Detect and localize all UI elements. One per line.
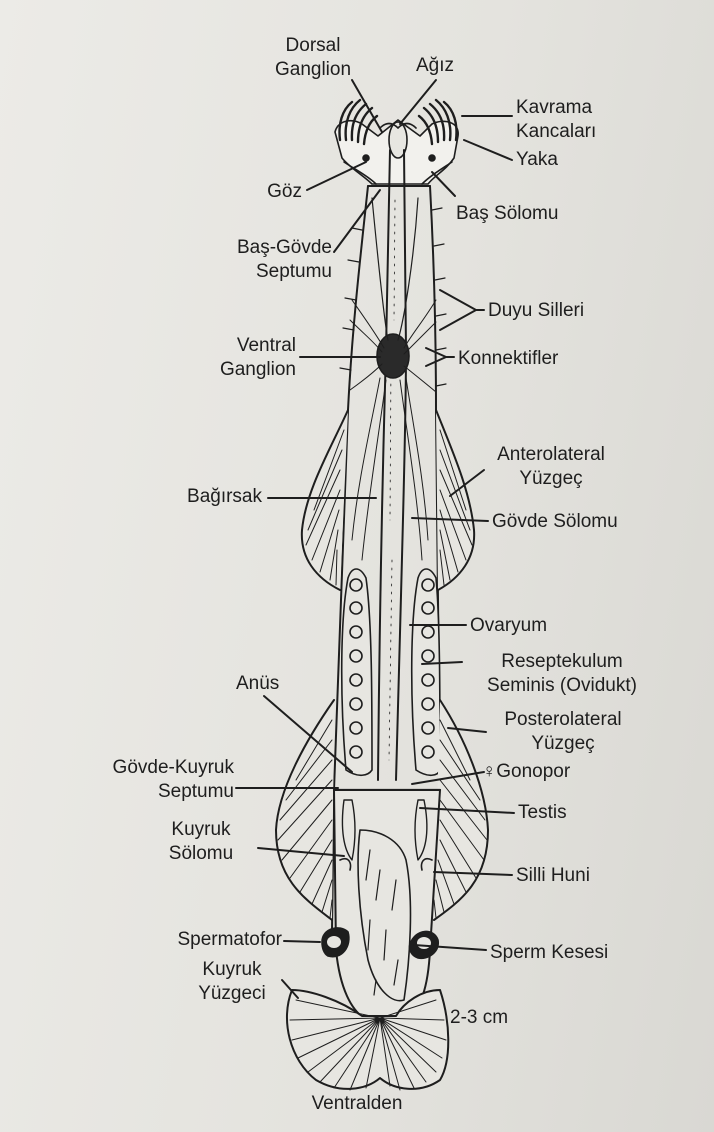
label-eye: Göz (267, 181, 302, 202)
label-collar: Yaka (516, 149, 558, 170)
ovary-left (340, 568, 373, 777)
label-trunk-tail-septum: Gövde-Kuyruk Septumu (112, 757, 234, 802)
grasping-hooks-left (338, 98, 379, 146)
label-gonopore: ♀Gonopor (482, 761, 571, 782)
eye-left (362, 154, 370, 162)
head (334, 98, 459, 185)
anterolateral-fin-right (435, 409, 476, 591)
eye-right (428, 154, 436, 162)
label-ovary: Ovaryum (470, 615, 548, 636)
label-posterolateral-fin: Posterolateral Yüzgeç (504, 709, 622, 754)
label-anus: Anüs (236, 673, 280, 694)
label-ventral-view: Ventralden (311, 1093, 403, 1114)
label-sperm-sac: Sperm Kesesi (490, 942, 609, 963)
label-dorsal-ganglion: Dorsal Ganglion (274, 35, 352, 80)
label-ventral-ganglion: Ventral Ganglion (219, 335, 296, 380)
label-intestine: Bağırsak (187, 486, 262, 507)
ventral-ganglion (349, 197, 437, 561)
grasping-hooks-right (417, 98, 458, 146)
label-anterolateral-fin: Anterolateral Yüzgeç (497, 444, 605, 489)
label-ciliated-funnel: Silli Huni (516, 865, 590, 886)
intestine (377, 149, 407, 781)
label-connectives: Konnektifler (458, 348, 559, 369)
tail (321, 789, 441, 1019)
label-head-trunk-septum: Baş-Gövde Septumu (236, 237, 332, 282)
ovary-right (410, 568, 441, 777)
mouth-shape (388, 121, 408, 159)
label-seminal-receptacle: Reseptekulum Seminis (Ovidukt) (487, 651, 637, 696)
label-grasping-hooks: Kavrama Kancaları (516, 97, 597, 142)
label-head-coelom: Baş Sölomu (456, 203, 559, 224)
anterolateral-fin-left (300, 409, 349, 591)
leader-lines (235, 79, 515, 999)
label-sensory-cilia: Duyu Silleri (488, 300, 585, 321)
label-mouth: Ağız (416, 55, 455, 76)
label-tail-coelom: Kuyruk Sölomu (168, 819, 234, 864)
label-tail-fin: Kuyruk Yüzgeci (198, 959, 266, 1004)
label-spermatophore: Spermatofor (177, 929, 282, 950)
posterolateral-fin-left (275, 699, 335, 921)
label-scale: 2-3 cm (450, 1007, 509, 1028)
label-testis: Testis (518, 802, 567, 823)
label-trunk-coelom: Gövde Sölomu (492, 511, 618, 532)
